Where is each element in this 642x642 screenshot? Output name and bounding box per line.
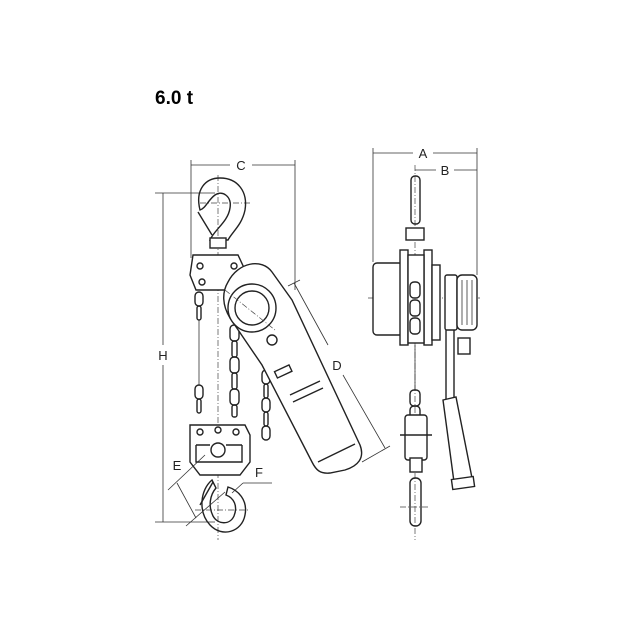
dimension-a: A — [372, 146, 478, 275]
side-handle-grip — [442, 396, 473, 483]
bottom-hook — [195, 478, 250, 533]
label-f: F — [255, 465, 263, 480]
gear-cover — [372, 262, 404, 336]
dimension-h: H — [155, 192, 215, 523]
front-view: C H — [155, 158, 391, 540]
side-view: A B — [368, 146, 480, 540]
side-top-hook — [410, 175, 421, 225]
label-e: E — [173, 458, 182, 473]
dimension-c: C — [190, 158, 296, 290]
chain-right — [261, 369, 271, 441]
dimension-b: B — [415, 163, 477, 178]
lever-handle — [223, 263, 363, 474]
side-bottom-block — [404, 414, 428, 461]
label-d: D — [332, 358, 341, 373]
dimension-f: F — [231, 465, 272, 494]
top-hook — [197, 177, 247, 249]
chain-middle — [229, 324, 240, 418]
chain-left — [194, 291, 204, 414]
dimension-d: D — [287, 279, 391, 463]
label-h: H — [158, 348, 167, 363]
dimension-e: E — [167, 454, 226, 527]
label-b: B — [441, 163, 450, 178]
label-a: A — [419, 146, 428, 161]
side-bottom-hook — [409, 477, 422, 527]
label-c: C — [236, 158, 245, 173]
capacity-title: 6.0 t — [155, 88, 194, 109]
